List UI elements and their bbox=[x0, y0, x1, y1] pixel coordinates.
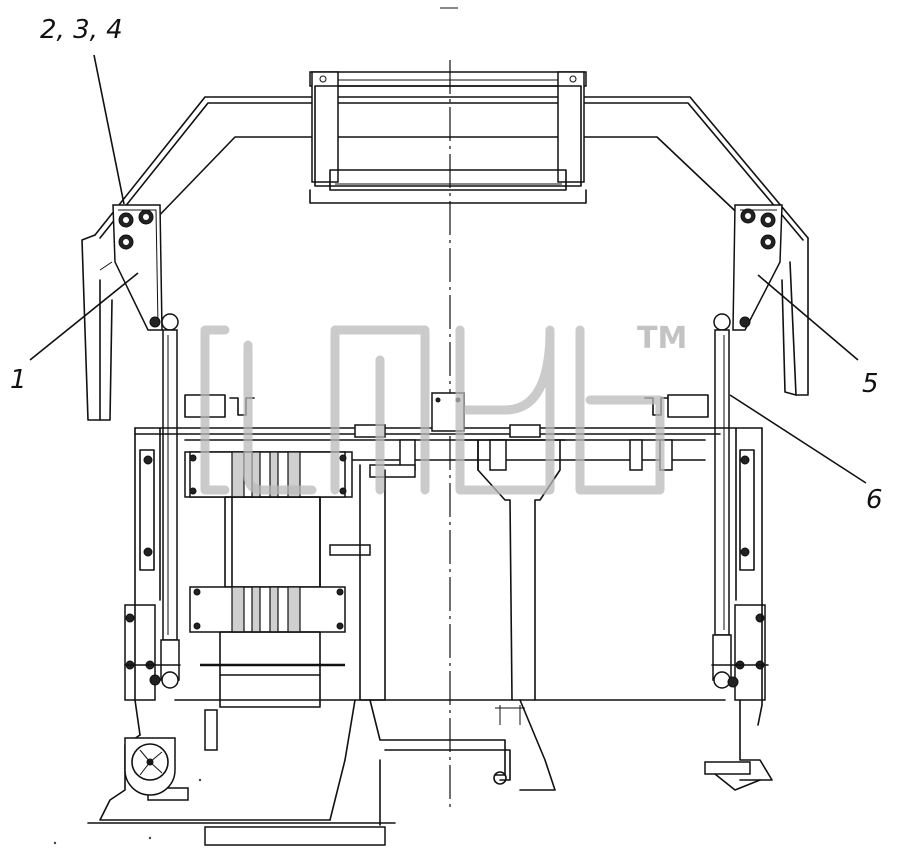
right-pivot-bracket bbox=[732, 204, 783, 331]
callout-leaders bbox=[29, 54, 867, 484]
left-pivot-bracket bbox=[112, 204, 163, 331]
watermark-logo: TM bbox=[200, 321, 687, 495]
left-gas-strut bbox=[124, 313, 181, 701]
lower-chassis bbox=[87, 699, 773, 846]
right-gas-strut bbox=[711, 313, 769, 701]
right-post bbox=[719, 427, 763, 726]
callout-label-2-3-4: 2, 3, 4 bbox=[40, 15, 123, 45]
central-column bbox=[462, 439, 566, 701]
watermark-trademark: TM bbox=[637, 321, 687, 356]
callout-label-5: 5 bbox=[862, 369, 879, 399]
roof-block bbox=[309, 71, 587, 204]
left-block bbox=[184, 451, 386, 751]
callout-label-1: 1 bbox=[10, 365, 27, 395]
rops-frame bbox=[81, 96, 809, 421]
callout-label-6: 6 bbox=[866, 485, 883, 515]
